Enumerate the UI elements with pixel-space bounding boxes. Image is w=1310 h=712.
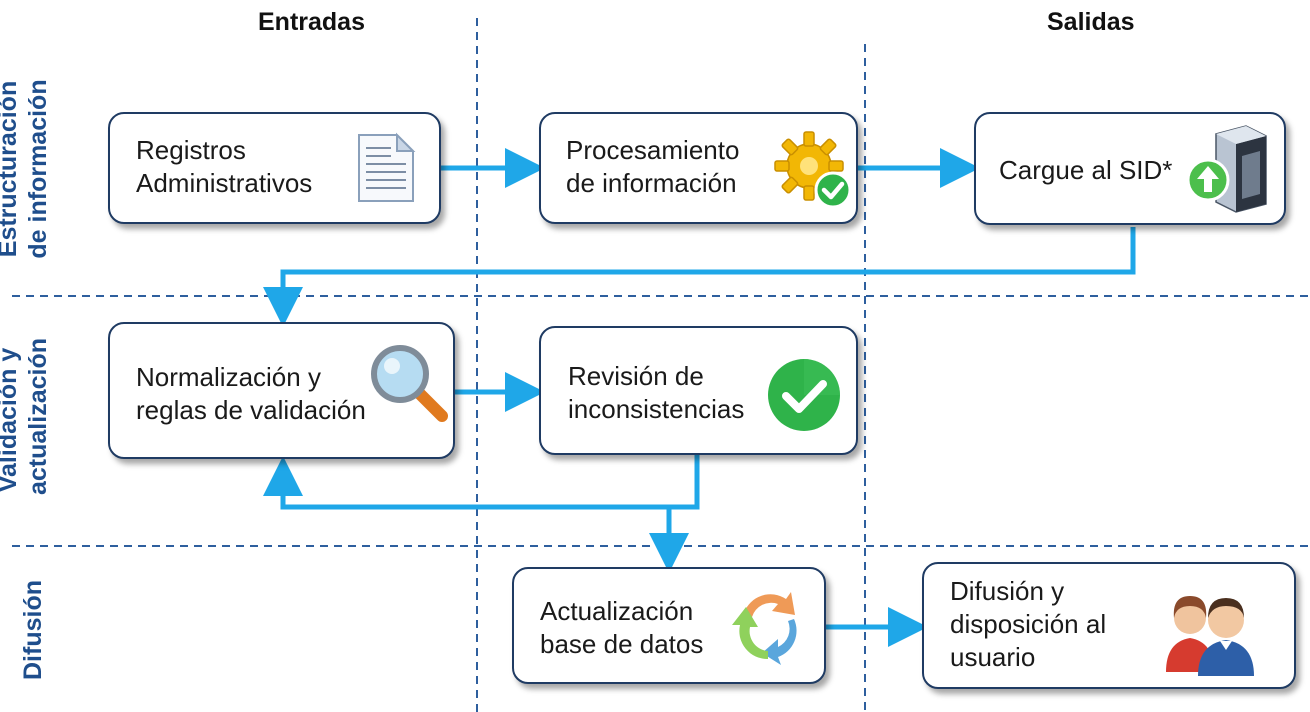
box-admin-records-label: Registros Administrativos (136, 135, 313, 198)
arrow-sid-to-normalization (263, 227, 1136, 327)
box-admin-records: Registros Administrativos (108, 112, 441, 224)
box-inconsistency-review-label: Revisión de inconsistencias (568, 361, 745, 424)
box-inconsistency-review: Revisión de inconsistencias (539, 326, 858, 455)
magnifier-icon (368, 342, 452, 431)
box-diffusion-user: Difusión y disposición al usuario (922, 562, 1296, 689)
column-header-outputs: Salidas (1047, 8, 1135, 36)
row-label-structuring: Estructuración de información (0, 79, 52, 259)
box-diffusion-user-label: Difusión y disposición al usuario (950, 576, 1107, 672)
gear-check-icon (771, 128, 855, 217)
check-circle-icon (765, 356, 843, 439)
box-db-update: Actualización base de datos (512, 567, 826, 684)
users-icon (1158, 584, 1268, 683)
arrow-review-to-normalization (263, 455, 700, 510)
refresh-cycle-icon (728, 587, 808, 672)
box-processing: Procesamiento de información (539, 112, 858, 224)
row-label-validation: Validación y actualización (0, 338, 52, 495)
box-db-update-label: Actualización base de datos (540, 596, 704, 659)
box-processing-label: Procesamiento de información (566, 135, 740, 198)
server-upload-icon (1184, 124, 1270, 219)
box-sid-upload: Cargue al SID* (974, 112, 1286, 225)
column-header-inputs: Entradas (258, 8, 365, 36)
row-label-diffusion: Difusión (19, 580, 47, 680)
document-icon (355, 132, 417, 209)
box-normalization-label: Normalización y reglas de validación (136, 362, 366, 425)
box-normalization: Normalización y reglas de validación (108, 322, 455, 459)
box-sid-upload-label: Cargue al SID* (999, 155, 1173, 185)
